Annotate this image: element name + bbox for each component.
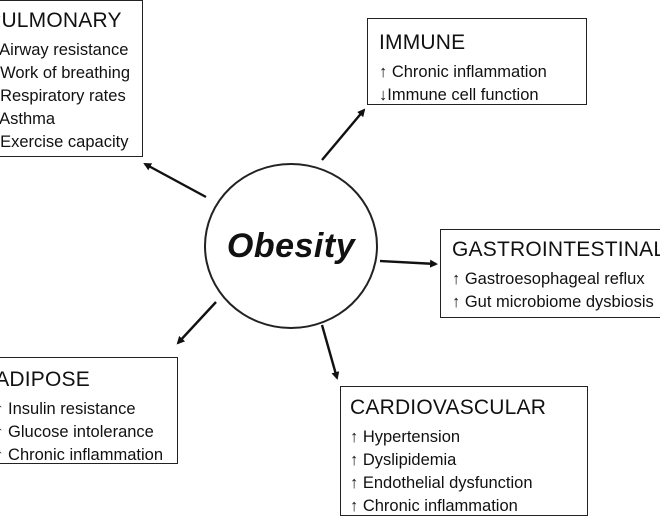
cardiovascular-item: ↑ Endothelial dysfunction [350,474,533,492]
adipose-item: ↑ Glucose intolerance [0,423,154,441]
arrow-to-cardiovascular [320,324,340,380]
obesity-center-node: Obesity [204,163,378,329]
obesity-label: Obesity [226,226,356,265]
pulmonary-item: ↑ Asthma [0,110,56,128]
arrow-to-immune [321,108,366,161]
pulmonary-item: ↑ Respiratory rates [0,87,126,105]
adipose-item: ↑ Insulin resistance [0,400,136,418]
immune-title: IMMUNE [379,31,466,54]
cardiovascular-box: CARDIOVASCULAR ↑ Hypertension ↑ Dyslipid… [340,386,588,516]
adipose-item: ↑ Chronic inflammation [0,446,163,464]
cardiovascular-item: ↑ Chronic inflammation [350,497,518,515]
gastrointestinal-item: ↑ Gastroesophageal reflux [452,270,645,288]
cardiovascular-title: CARDIOVASCULAR [350,396,547,419]
immune-item: ↑ Chronic inflammation [379,63,547,81]
cardiovascular-item: ↑ Hypertension [350,428,461,446]
cardiovascular-item: ↑ Dyslipidemia [350,451,457,469]
pulmonary-item: ↑ Work of breathing [0,64,130,82]
pulmonary-title: PULMONARY [0,9,122,32]
arrow-to-pulmonary [143,162,207,199]
immune-box: IMMUNE ↑ Chronic inflammation ↓Immune ce… [367,18,587,105]
gastrointestinal-item: ↑ Gut microbiome dysbiosis [452,293,654,311]
arrow-to-adipose [176,301,217,345]
adipose-title: ADIPOSE [0,368,90,391]
pulmonary-item: ↑ Airway resistance [0,41,129,59]
pulmonary-box: PULMONARY ↑ Airway resistance ↑ Work of … [0,0,143,157]
gastrointestinal-title: GASTROINTESTINAL [452,238,660,261]
pulmonary-item: ↓ Exercise capacity [0,133,129,151]
arrow-to-gastrointestinal [379,259,438,268]
adipose-box: ADIPOSE ↑ Insulin resistance ↑ Glucose i… [0,357,178,464]
gastrointestinal-box: GASTROINTESTINAL ↑ Gastroesophageal refl… [440,229,660,318]
immune-item: ↓Immune cell function [379,86,539,104]
